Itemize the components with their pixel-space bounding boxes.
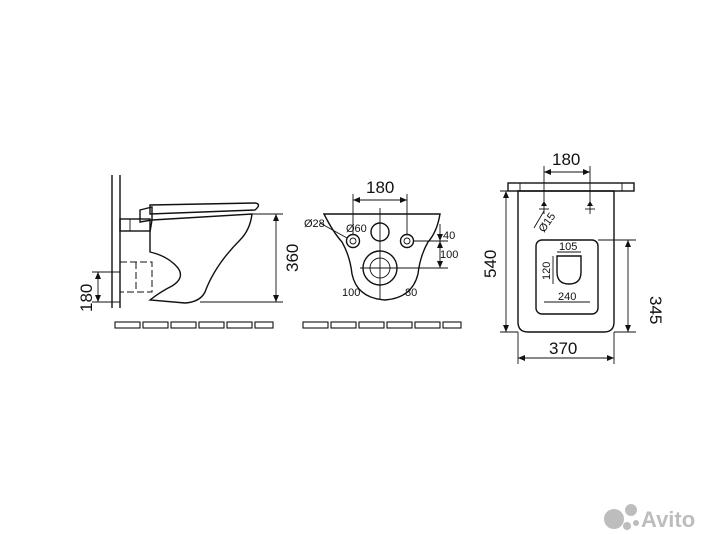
seat-105-label: 105 <box>559 241 577 253</box>
seat-240-label: 240 <box>558 291 576 303</box>
dim-100-bottom-label: 100 <box>342 287 360 299</box>
seat-120-label: 120 <box>541 262 553 280</box>
avito-brand-text: Avito <box>641 507 695 532</box>
dia-60-label: Ø60 <box>346 223 367 235</box>
dim-40-label: 40 <box>443 230 455 242</box>
side-height-label: 360 <box>283 244 302 272</box>
top-length-label: 540 <box>481 250 500 278</box>
avito-logo-icon <box>604 504 639 530</box>
avito-watermark: Avito <box>604 504 695 532</box>
fixing-hole-right <box>399 233 415 249</box>
top-width-label: 370 <box>549 339 577 358</box>
dim-345-label: 345 <box>646 296 665 324</box>
side-view: 360 180 <box>77 175 302 329</box>
back-view: 180 Ø28 Ø60 40 100 100 80 <box>302 178 462 329</box>
back-width-label: 180 <box>366 178 394 197</box>
dim-100-right-label: 100 <box>440 249 458 261</box>
side-outlet-height-label: 180 <box>77 284 96 312</box>
fixing-hole-left <box>345 233 361 249</box>
dim-80-label: 80 <box>405 287 417 299</box>
dia-15-label: Ø15 <box>537 211 559 235</box>
back-floor <box>302 321 462 329</box>
dia-28-label: Ø28 <box>304 218 325 230</box>
top-view: 180 Ø15 540 345 370 105 120 240 <box>481 150 665 364</box>
top-fixing-width-label: 180 <box>552 150 580 169</box>
side-floor <box>114 321 274 329</box>
